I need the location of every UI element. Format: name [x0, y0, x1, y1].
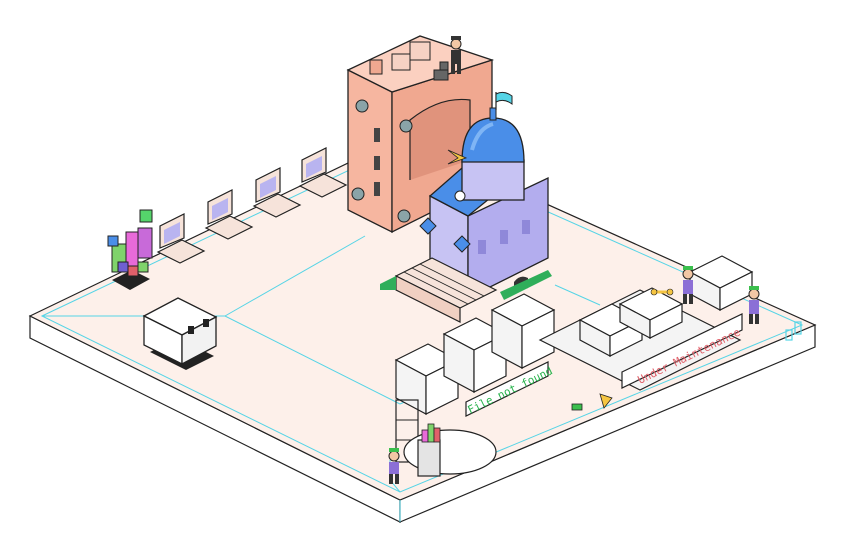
brick-tower-left — [347, 68, 393, 234]
laptop-icon — [156, 213, 206, 264]
cube-character-icon — [142, 297, 218, 370]
worker-icon — [748, 286, 760, 324]
roof-chair — [369, 59, 383, 75]
worker-icon — [388, 448, 400, 484]
laptop-row — [156, 147, 348, 264]
tetris-blocks-icon — [107, 209, 153, 290]
file-not-found-sign — [465, 361, 549, 417]
scaffold — [395, 399, 419, 463]
bone-icon — [650, 288, 674, 296]
laptop-icon — [298, 147, 348, 198]
cube-eye-right — [203, 319, 209, 327]
worker-icon — [450, 36, 462, 74]
grass — [500, 270, 552, 300]
flag-icon — [495, 91, 513, 110]
under-maintenance-sign — [621, 313, 743, 389]
dog-icon — [433, 61, 449, 81]
castle-icon — [346, 35, 552, 323]
under-maintenance-area: Under Maintenance — [538, 255, 760, 391]
grass — [380, 276, 396, 290]
cube-eye-left — [188, 326, 194, 334]
dome-drum — [461, 159, 525, 201]
worker-icon — [682, 266, 694, 304]
corner-logo — [785, 321, 802, 341]
laptop-icon — [252, 167, 302, 218]
laptop-icon — [204, 189, 254, 240]
roof-box — [409, 41, 431, 61]
path-line-4 — [554, 284, 601, 306]
roof-box — [391, 53, 411, 71]
path-line-2 — [224, 235, 366, 317]
bar-chart-icon — [421, 423, 441, 443]
